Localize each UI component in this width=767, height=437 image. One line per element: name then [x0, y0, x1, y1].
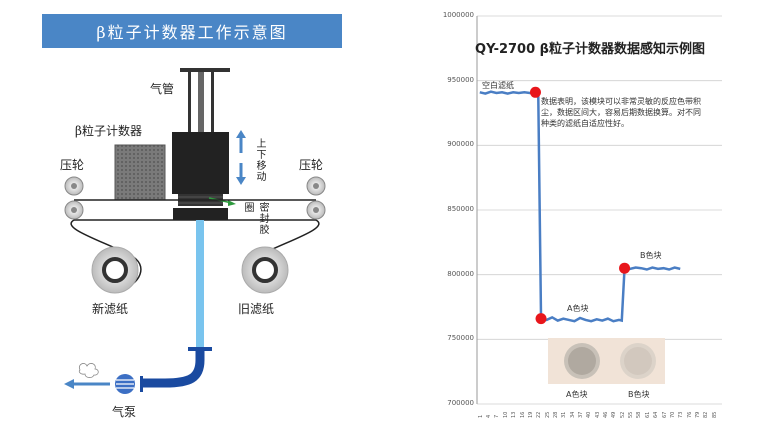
x-tick-label: 28	[552, 411, 559, 418]
x-tick-label: 67	[661, 411, 668, 418]
x-tick-label: 61	[644, 411, 651, 418]
x-tick-label: 79	[694, 411, 701, 418]
chart-note: 数据表明，该模块可以非常灵敏的反应色带积尘，数据区间大，容易后期数据换算。对不同…	[541, 97, 701, 128]
a-block-annotation: A色块	[567, 304, 589, 313]
seal-rubber-label: 密封胶圈	[242, 202, 268, 235]
x-tick-label: 76	[686, 411, 693, 418]
beta-counter-label: β粒子计数器	[75, 124, 142, 138]
y-tick-label: 950000	[447, 75, 474, 84]
b-block-photo-label: B色块	[628, 390, 650, 399]
pump-icon	[64, 363, 143, 394]
move-up-down-label: 上下移动	[254, 138, 265, 182]
series-line	[479, 90, 681, 323]
x-tick-label: 49	[611, 411, 618, 418]
new-filter-roll-icon	[91, 246, 139, 294]
b-block-annotation: B色块	[640, 251, 662, 260]
y-tick-label: 1000000	[442, 11, 474, 19]
y-tick-label: 900000	[447, 140, 474, 149]
up-down-arrow-icon	[236, 130, 246, 185]
old-filter-roll-icon	[241, 246, 289, 294]
x-tick-label: 31	[561, 411, 568, 418]
press-wheel-right-icon	[306, 176, 326, 220]
x-tick-label: 52	[619, 411, 626, 418]
x-tick-label: 73	[678, 411, 685, 418]
transition-marker	[535, 313, 547, 325]
press-wheel-left-icon	[64, 176, 84, 220]
x-tick-label: 58	[636, 411, 643, 418]
new-filter-label: 新滤纸	[92, 302, 129, 316]
x-tick-label: 22	[536, 411, 543, 418]
a-block-photo-label: A色块	[566, 390, 588, 399]
x-tick-label: 7	[494, 414, 501, 418]
x-tick-label: 82	[703, 411, 710, 418]
y-tick-label: 700000	[447, 399, 474, 407]
chart-markers	[529, 86, 631, 325]
gas-pipe-label: 气管	[150, 82, 175, 96]
x-tick-label: 64	[653, 411, 660, 418]
x-tick-label: 46	[603, 411, 610, 418]
gas-pipe-frame	[180, 68, 230, 134]
x-tick-label: 13	[511, 411, 518, 418]
air-tube	[140, 220, 212, 388]
press-wheel-right-label: 压轮	[299, 158, 324, 172]
old-filter-label: 旧滤纸	[238, 302, 275, 316]
filter-sample-photo	[548, 338, 665, 384]
x-tick-label: 19	[527, 411, 534, 418]
y-tick-label: 850000	[447, 205, 474, 213]
x-tick-label: 43	[594, 411, 601, 418]
x-tick-label: 34	[569, 411, 576, 418]
press-wheel-left-label: 压轮	[60, 158, 85, 172]
x-tick-label: 37	[578, 411, 584, 418]
x-tick-label: 55	[628, 411, 635, 418]
x-tick-label: 40	[586, 411, 593, 418]
x-tick-label: 1	[477, 414, 484, 418]
transition-marker	[619, 262, 631, 274]
detector-block	[172, 132, 229, 220]
diagram-title: β粒子计数器工作示意图	[42, 14, 342, 48]
y-tick-label: 750000	[447, 334, 474, 343]
chart-title: QY-2700 β粒子计数器数据感知示例图	[475, 42, 705, 57]
x-tick-label: 4	[486, 414, 493, 418]
x-tick-label: 10	[502, 411, 509, 418]
y-tick-label: 800000	[447, 269, 474, 278]
chart-series	[479, 90, 681, 323]
x-tick-label: 85	[711, 411, 718, 418]
beta-counter-box	[114, 144, 166, 201]
x-tick-label: 16	[519, 411, 526, 418]
transition-marker	[529, 86, 541, 98]
x-tick-label: 70	[669, 411, 676, 418]
blank-filter-annotation: 空白滤纸	[482, 81, 514, 90]
x-tick-label: 25	[544, 411, 551, 418]
pump-label: 气泵	[112, 405, 137, 419]
